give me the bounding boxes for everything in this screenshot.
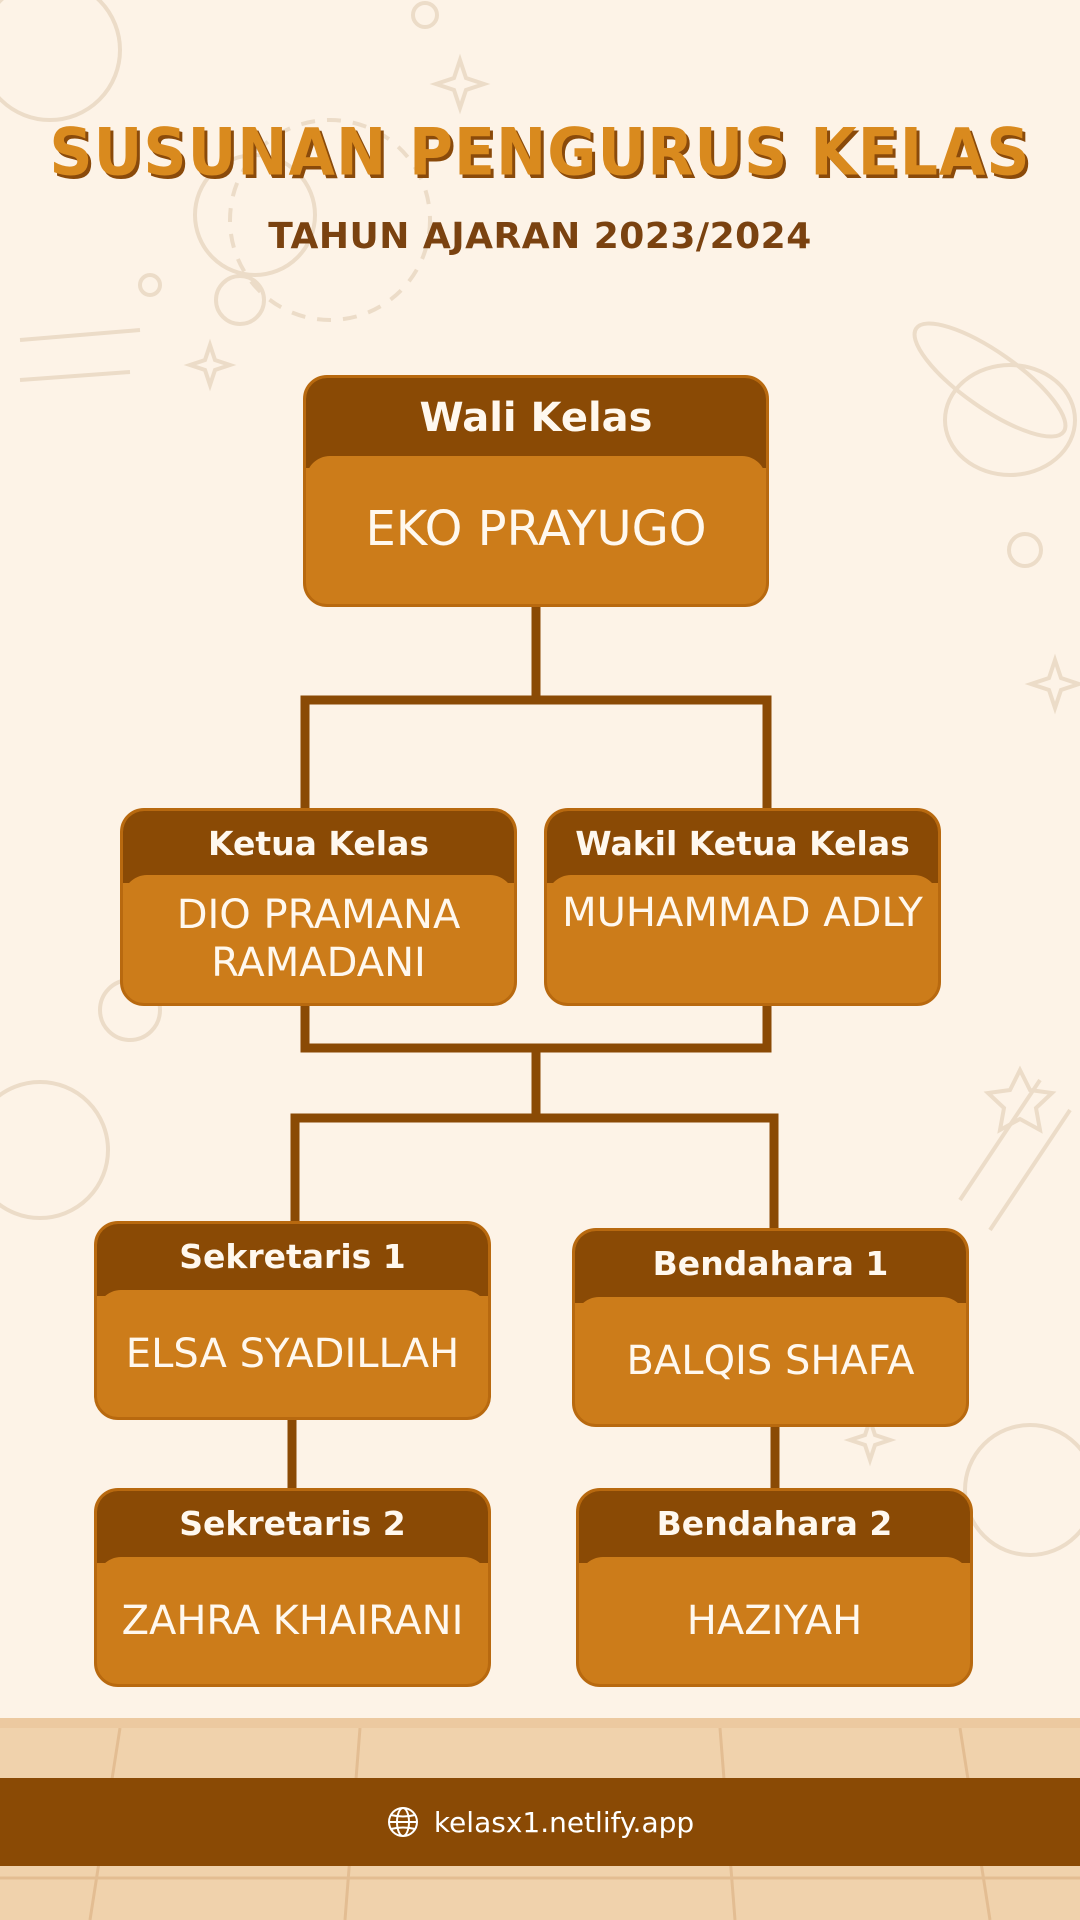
globe-icon bbox=[387, 1807, 418, 1837]
person-name: DIO PRAMANA RAMADANI bbox=[123, 875, 514, 1003]
role-label: Wali Kelas bbox=[306, 378, 766, 468]
person-name: ELSA SYADILLAH bbox=[97, 1290, 488, 1417]
node-sekretaris-2: Sekretaris 2 ZAHRA KHAIRANI bbox=[94, 1488, 491, 1687]
footer-band: kelasx1.netlify.app bbox=[0, 1778, 1080, 1866]
node-ketua-kelas: Ketua Kelas DIO PRAMANA RAMADANI bbox=[120, 808, 517, 1006]
connector-level3-bar bbox=[290, 1113, 779, 1228]
connector-level2-bar bbox=[300, 695, 772, 812]
node-wali-kelas: Wali Kelas EKO PRAYUGO bbox=[303, 375, 769, 607]
page-title: SUSUNAN PENGURUS KELAS bbox=[49, 115, 1031, 191]
role-label: Bendahara 2 bbox=[579, 1491, 970, 1563]
role-label: Ketua Kelas bbox=[123, 811, 514, 883]
person-name: HAZIYAH bbox=[579, 1557, 970, 1684]
website-link[interactable]: kelasx1.netlify.app bbox=[433, 1805, 695, 1839]
role-label: Wakil Ketua Kelas bbox=[547, 811, 938, 883]
node-bendahara-2: Bendahara 2 HAZIYAH bbox=[576, 1488, 973, 1687]
person-name: MUHAMMAD ADLY bbox=[547, 875, 938, 1003]
person-name: BALQIS SHAFA bbox=[575, 1297, 966, 1424]
node-sekretaris-1: Sekretaris 1 ELSA SYADILLAH bbox=[94, 1221, 491, 1420]
role-label: Sekretaris 1 bbox=[97, 1224, 488, 1296]
page-subtitle: TAHUN AJARAN 2023/2024 bbox=[268, 216, 812, 257]
person-name: EKO PRAYUGO bbox=[306, 456, 766, 604]
role-label: Sekretaris 2 bbox=[97, 1491, 488, 1563]
node-wakil-ketua-kelas: Wakil Ketua Kelas MUHAMMAD ADLY bbox=[544, 808, 941, 1006]
role-label: Bendahara 1 bbox=[575, 1231, 966, 1303]
node-bendahara-1: Bendahara 1 BALQIS SHAFA bbox=[572, 1228, 969, 1427]
person-name: ZAHRA KHAIRANI bbox=[97, 1557, 488, 1684]
connector-level2-bottom bbox=[300, 1004, 772, 1053]
